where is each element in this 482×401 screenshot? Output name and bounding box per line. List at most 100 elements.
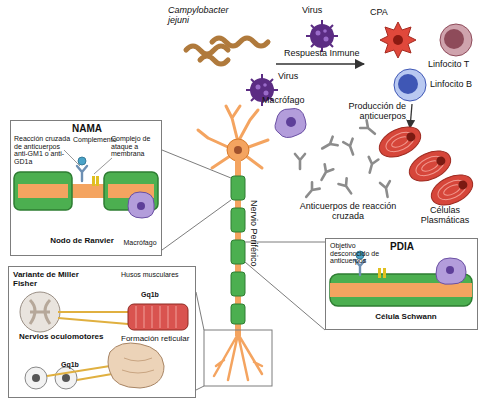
reticular-pattern: [122, 358, 154, 373]
panel-text: Nodo de Ranvier: [47, 237, 117, 246]
membrane-attack-complex: [92, 176, 95, 186]
antibody: [343, 139, 358, 157]
bacterium: [186, 46, 228, 54]
immune-response-arrow: [276, 63, 364, 65]
panel-text: Nervios oculomotores: [19, 333, 115, 342]
panel-title: PDIA: [382, 241, 422, 252]
callout-line: [64, 150, 112, 174]
b-cell-body: [394, 69, 426, 101]
myelin-segment: [231, 272, 245, 296]
virus: [306, 20, 338, 52]
myelin-segment: [231, 176, 245, 200]
panel-text: Gq1b: [141, 291, 171, 299]
macrophage: [128, 192, 154, 218]
panel-title: Variante de Miller Fisher: [13, 271, 89, 289]
antibody: [380, 181, 392, 198]
annotation-label: Anticuerpos de reacción cruzada: [296, 202, 400, 222]
antibody: [317, 164, 333, 182]
annotation-label: Macrófago: [262, 96, 322, 106]
panel-box: Variante de Miller Fisher Husos musculare…: [8, 266, 196, 398]
macrophage-nucleus: [286, 117, 296, 127]
panel-text: Complejo de ataque a membrana: [111, 135, 159, 158]
apc-body: [380, 22, 416, 58]
spinal-section: [20, 292, 60, 332]
myelin-segment: [231, 304, 245, 324]
antibody: [295, 154, 305, 169]
t-cell-body: [440, 24, 472, 56]
antibody-production-arrow: [410, 104, 412, 128]
myelin-segment: [231, 240, 245, 264]
neuron-nucleus: [234, 146, 242, 154]
annotation-label: Linfocito B: [430, 80, 482, 90]
panel-text: Objetivo desconocido de anticuerpos: [330, 242, 382, 265]
macrophage: [275, 108, 306, 137]
panel-title: NAMA: [67, 123, 107, 134]
bacterium: [200, 56, 228, 64]
antibody: [320, 137, 338, 153]
miller-leader: [196, 292, 204, 390]
antibody: [365, 157, 379, 174]
bound-antibody: [77, 157, 87, 181]
plasma-cell: [375, 121, 426, 163]
panel-text: Formación reticular: [121, 335, 193, 344]
oculomotor-nerve: [47, 366, 112, 380]
nama-illustration: [14, 150, 158, 218]
macrophage-nucleus: [446, 266, 454, 274]
campylobacter-bacteria: [186, 38, 268, 64]
membrane-attack-complex: [383, 268, 386, 278]
axon-core: [18, 184, 68, 198]
antibody: [360, 120, 378, 137]
pupil: [62, 374, 70, 382]
panel-box: PDIAObjetivo desconocido de anticuerposC…: [325, 238, 478, 330]
eyeball: [55, 367, 77, 389]
myelin-sheath: [14, 172, 72, 210]
grey-matter: [30, 300, 50, 324]
annotation-label: Linfocito T: [428, 60, 482, 70]
apc-cell: [380, 22, 416, 58]
free-antibodies: [295, 120, 392, 200]
apc-nucleus: [393, 35, 403, 45]
macrophage-nucleus: [137, 202, 145, 210]
membrane-attack-complex: [378, 268, 381, 278]
muscle-striation: [136, 306, 176, 328]
neuron-soma: [227, 139, 249, 161]
annotation-label: Virus: [302, 6, 342, 16]
b-cell-nucleus: [398, 74, 418, 94]
pupil: [32, 374, 40, 382]
membrane-attack-complex: [96, 176, 99, 186]
panel-text: Célula Schwann: [366, 313, 446, 322]
nama-leader: [162, 150, 231, 250]
nerve-fibre: [58, 312, 128, 324]
muscle-spindle: [128, 304, 188, 330]
antibody: [338, 178, 355, 196]
panel-text: Macrófago: [119, 239, 161, 247]
annotation-label: Producción de anticuerpos: [330, 102, 406, 122]
annotation-label: Células Plasmáticas: [408, 206, 482, 226]
terminal-frame: [204, 330, 272, 386]
myelin-segment: [231, 208, 245, 232]
annotation-label: Campylobacter jejuni: [168, 6, 232, 26]
dendrites: [198, 106, 268, 168]
eyeball: [25, 367, 47, 389]
panel-text: Reacción cruzada de anticuerpos anti-GM1…: [14, 135, 72, 166]
neuron: [198, 106, 268, 380]
t-lymphocyte: [440, 24, 472, 56]
b-lymphocyte: [394, 69, 426, 101]
panel-text: Gq1b: [61, 361, 91, 369]
brainstem: [108, 343, 164, 388]
annotation-label: CPA: [370, 8, 400, 18]
antibody: [302, 182, 319, 200]
panel-text: Husos musculares: [121, 271, 191, 279]
bacterium: [212, 38, 268, 46]
nerve-label: Nervio Periférico: [248, 200, 258, 267]
plasma-cell: [427, 169, 478, 211]
macrophage: [436, 258, 466, 284]
axon-band: [330, 283, 472, 297]
axon-terminals: [214, 334, 262, 380]
leader-lines: [162, 150, 325, 390]
annotation-label: Virus: [278, 72, 318, 82]
panel-box: NAMAComplementoReacción cruzada de antic…: [10, 120, 162, 256]
t-cell-nucleus: [444, 29, 464, 49]
